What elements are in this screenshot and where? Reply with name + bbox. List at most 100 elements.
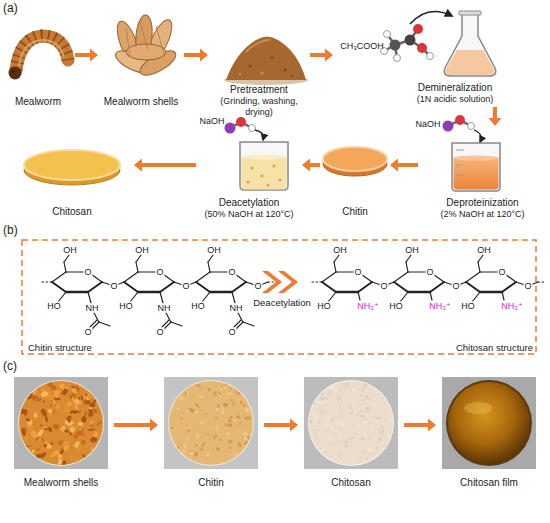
flow-arrow (75, 49, 98, 62)
bond (334, 262, 336, 272)
flake (230, 415, 233, 419)
step-deacetylation: Deacetylation(50% NaOH at 120°C) (198, 116, 300, 220)
flake (369, 427, 374, 431)
flake (374, 452, 377, 455)
flake (206, 433, 209, 437)
arrow-shaft (141, 163, 196, 167)
flake (330, 385, 336, 391)
flake (194, 403, 199, 408)
flake (364, 434, 368, 436)
arrow-shaft (114, 423, 151, 427)
flake (27, 407, 31, 411)
naoh-molecule-part (249, 125, 256, 132)
bond (196, 272, 210, 282)
flake (206, 453, 209, 457)
flake (377, 416, 381, 420)
flake (237, 399, 239, 402)
flake (317, 408, 320, 411)
atom-label: OH (62, 246, 78, 255)
bond (88, 292, 91, 303)
flake (84, 393, 88, 397)
bond (408, 291, 430, 294)
flake (65, 441, 70, 445)
flake (85, 397, 89, 401)
bond (430, 292, 432, 300)
arrow-shaft (493, 107, 497, 119)
bond (328, 292, 336, 302)
beaker-icon-part (454, 156, 499, 161)
step-caption: Mealworm (15, 96, 61, 108)
flake (30, 429, 38, 439)
atom-label: O (227, 268, 236, 277)
flake (355, 410, 358, 413)
flake (244, 436, 249, 441)
flake (238, 421, 242, 425)
flow-arrow (114, 419, 158, 432)
flake (49, 394, 55, 400)
acid-molecule-part (427, 53, 434, 60)
flake (220, 386, 223, 389)
arrow-shaft (309, 163, 320, 167)
flake (32, 450, 35, 453)
flake (341, 381, 346, 385)
flake (313, 403, 317, 406)
flake (237, 442, 242, 448)
acid-molecule-part (410, 12, 452, 25)
flake (242, 430, 249, 436)
beaker-icon (452, 143, 500, 191)
bond (90, 320, 97, 327)
flake (320, 449, 324, 453)
step-caption: Pretreatment (230, 84, 288, 96)
bond (268, 281, 276, 282)
bond (502, 282, 516, 292)
flake (47, 408, 53, 414)
flake (64, 405, 69, 409)
flake (247, 416, 251, 420)
acid-molecule (381, 12, 453, 62)
bond (42, 281, 52, 282)
photo-chitin-part (171, 380, 252, 460)
flake (199, 380, 205, 385)
photo-chitosan-part (304, 377, 398, 469)
flake (212, 434, 219, 440)
step-chitosan: Chitosan (12, 130, 132, 218)
bond (52, 282, 66, 292)
flake (223, 382, 228, 387)
flake (195, 384, 198, 386)
bond (202, 292, 210, 302)
arrow-shaft (75, 53, 91, 57)
step-deproteinization: Deproteinization(2% NaOH at 120°C) (420, 128, 545, 220)
chitosan-dish (24, 150, 120, 185)
flow-arrow (184, 49, 208, 62)
bond (430, 282, 444, 292)
photo-shells: Mealworm shells (10, 375, 112, 489)
flake (176, 407, 181, 410)
flake (96, 420, 103, 426)
flake (230, 387, 232, 391)
photo-chitosan (304, 377, 398, 469)
flake (21, 427, 27, 436)
shells-icon (112, 14, 179, 80)
powder-icon-part (226, 37, 306, 81)
flake (70, 387, 78, 395)
photo-shells (14, 377, 108, 469)
flake (215, 447, 220, 451)
beaker-icon-part (456, 150, 464, 175)
bond (160, 292, 163, 303)
beaker-icon (240, 142, 288, 190)
bond (243, 322, 254, 326)
naoh-molecule-part (474, 130, 481, 142)
flake (329, 442, 333, 446)
mealworm-icon-part (16, 36, 68, 70)
flake (194, 443, 197, 446)
bond (232, 282, 246, 292)
naoh-molecule (225, 117, 264, 140)
bond (136, 255, 141, 262)
bond (358, 282, 372, 292)
step-caption: Mealworm shells (104, 96, 178, 108)
flake (37, 398, 42, 401)
flake (185, 409, 189, 413)
flake (82, 392, 90, 399)
shells-icon-part (126, 22, 164, 56)
powder-icon-part (246, 40, 270, 52)
